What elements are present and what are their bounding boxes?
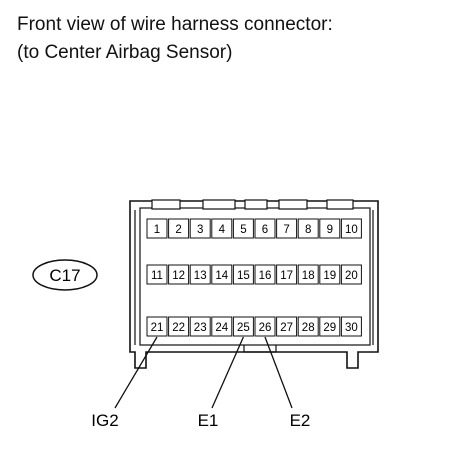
pin-cell-28 [297,316,319,337]
pin-number-21: 21 [151,322,164,334]
top-latch-tabs [151,199,354,210]
pin-cell-29 [319,316,341,337]
pin-number-6: 6 [262,224,268,236]
pin-number-29: 29 [323,322,336,334]
pin-cell-20 [340,264,362,285]
pin-number-19: 19 [323,270,336,282]
pin-number-25: 25 [237,322,250,334]
pin-cell-21 [146,316,168,337]
pin-cell-15 [232,264,254,285]
pin-number-5: 5 [240,224,246,236]
pin-cell-13 [189,264,211,285]
pin-cell-17 [276,264,298,285]
pin-number-18: 18 [302,270,315,282]
pin-cell-25 [232,316,254,337]
pin-number-2: 2 [175,224,181,236]
pin-cell-30 [340,316,362,337]
pin-number-7: 7 [283,224,289,236]
pin-number-20: 20 [345,270,358,282]
pin-cell-11 [146,264,168,285]
pin-cell-14 [211,264,233,285]
pin-number-8: 8 [305,224,311,236]
pin-cell-18 [297,264,319,285]
pin-cell-10 [340,218,362,239]
pin-cell-4 [211,218,233,239]
pin-cell-9 [319,218,341,239]
pin-number-3: 3 [197,224,203,236]
pin-number-12: 12 [172,270,185,282]
title-line-2: (to Center Airbag Sensor) [17,42,233,63]
pin-cell-3 [189,218,211,239]
pin-cell-23 [189,316,211,337]
pin-number-14: 14 [215,270,228,282]
callout-lines [114,336,293,409]
pin-cell-22 [168,316,190,337]
pin-number-4: 4 [219,224,226,236]
pin-number-30: 30 [345,322,358,334]
pin-cell-8 [297,218,319,239]
pin-cell-5 [232,218,254,239]
pin-number-23: 23 [194,322,207,334]
pin-number-15: 15 [237,270,250,282]
pin-cell-1 [146,218,168,239]
title-line-1: Front view of wire harness connector: [17,14,333,35]
callout-label-e1: E1 [198,411,219,430]
pin-cell-27 [276,316,298,337]
callout-label-e2: E2 [290,411,311,430]
pin-cell-6 [254,218,276,239]
pin-number-9: 9 [327,224,333,236]
callout-line-e2 [264,336,293,409]
pin-number-11: 11 [151,270,163,282]
connector-id-ellipse [32,259,98,291]
pin-number-28: 28 [302,322,315,334]
pin-cell-19 [319,264,341,285]
pin-number-26: 26 [259,322,272,334]
callout-label-ig2: IG2 [91,411,118,430]
pin-cell-16 [254,264,276,285]
connector-id-label: C17 [49,266,80,285]
pin-number-16: 16 [259,270,272,282]
pin-number-27: 27 [280,322,293,334]
pin-cell-24 [211,316,233,337]
pin-number-24: 24 [215,322,228,334]
pin-cell-12 [168,264,190,285]
pin-number-10: 10 [345,224,358,236]
callout-line-e1 [211,336,244,409]
pin-number-1: 1 [154,224,160,236]
callout-line-ig2 [114,336,158,409]
pin-number-17: 17 [280,270,293,282]
pin-cell-26 [254,316,276,337]
pin-number-22: 22 [172,322,185,334]
side-ribs [134,210,374,345]
pin-cell-7 [276,218,298,239]
pin-number-13: 13 [194,270,207,282]
pin-cell-2 [168,218,190,239]
